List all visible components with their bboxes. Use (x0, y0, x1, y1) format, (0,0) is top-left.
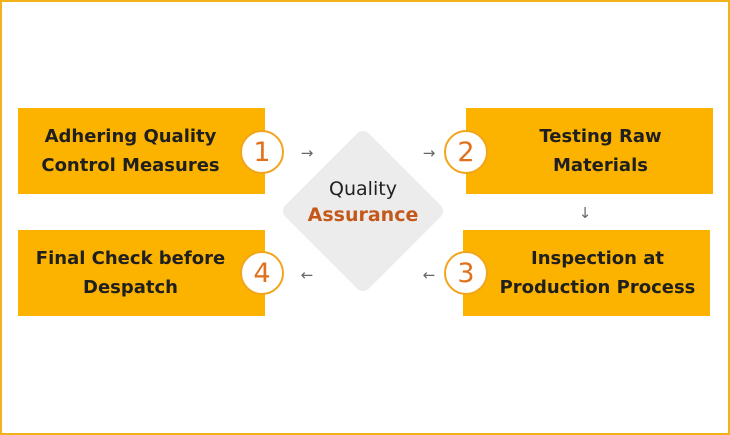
step-1-number-badge: 1 (240, 130, 284, 174)
step-3-line-2: Production Process (499, 277, 696, 298)
step-3-number-badge: 3 (444, 251, 488, 295)
step-1-text: Adhering Quality Control Measures (41, 122, 219, 180)
step-4-text: Final Check before Despatch (36, 244, 225, 302)
step-2-line-2: Materials (553, 155, 648, 176)
step-4-line-2: Despatch (83, 277, 178, 298)
step-1-line-2: Control Measures (41, 155, 220, 176)
step-2-text: Testing Raw Materials (539, 122, 661, 180)
center-title: Quality (329, 178, 397, 200)
step-2-number-badge: 2 (444, 130, 488, 174)
step-1-line-1: Adhering Quality (44, 126, 217, 147)
arrow-down-icon: ↓ (578, 204, 592, 222)
step-4-number-badge: 4 (240, 251, 284, 295)
step-4-line-1: Final Check before (35, 248, 226, 269)
step-2-line-1: Testing Raw (539, 126, 662, 147)
arrow-left-icon: ← (422, 266, 436, 284)
center-subtitle: Assurance (307, 204, 419, 226)
step-1-box: Adhering Quality Control Measures (18, 108, 265, 194)
arrow-right-icon: → (422, 144, 436, 162)
center-label: Quality Assurance (283, 176, 443, 228)
arrow-right-icon: → (300, 144, 314, 162)
arrow-left-icon: ← (300, 266, 314, 284)
step-4-box: Final Check before Despatch (18, 230, 265, 316)
step-3-line-1: Inspection at (531, 248, 664, 269)
step-2-box: Testing Raw Materials (466, 108, 713, 194)
step-3-box: Inspection at Production Process (463, 230, 710, 316)
step-3-text: Inspection at Production Process (500, 244, 696, 302)
